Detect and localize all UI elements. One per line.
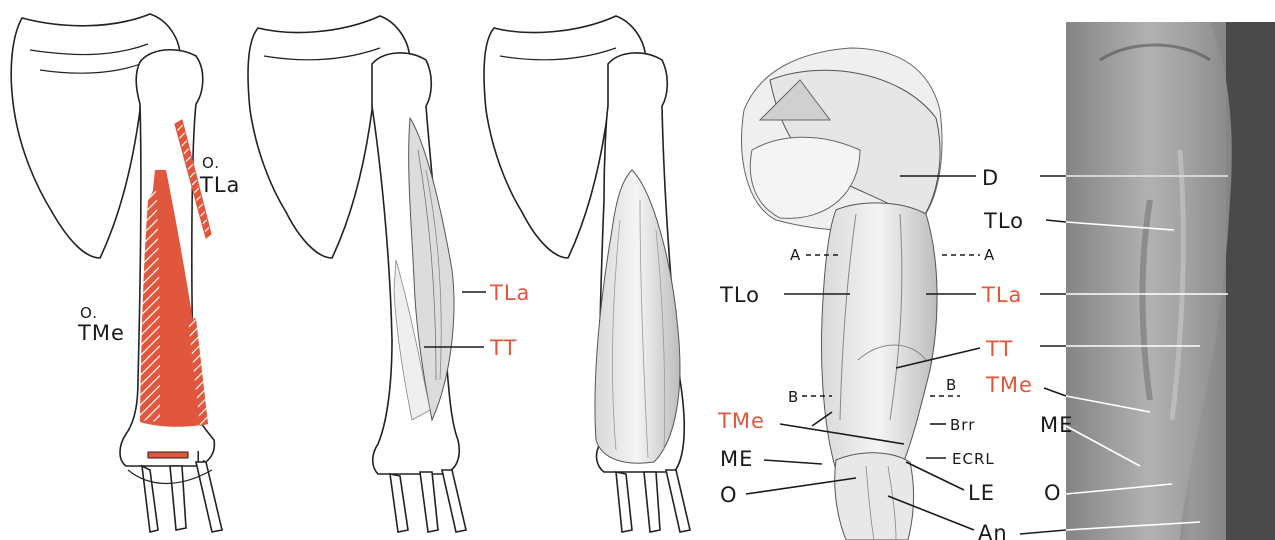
section-a-right-label: A (984, 246, 995, 264)
medial-epicondyle-label: ME (720, 447, 753, 471)
origin-medial-label: O. (80, 304, 98, 322)
brachioradialis-label: Brr (950, 416, 975, 434)
panel-4-muscle-illustration: D A A TLo TLa TT B B TMe Brr TMe ME ECRL… (717, 48, 1033, 540)
lateral-epicondyle-label: LE (968, 481, 995, 505)
section-a-left-label: A (790, 246, 801, 264)
medial-head-left-label: TMe (717, 409, 765, 433)
origin-medial-name: TMe (77, 321, 125, 345)
insertion-area (148, 452, 188, 458)
tendon-label: TT (489, 336, 517, 360)
forearm-muscles (835, 453, 914, 540)
medial-head-label-4: TMe (985, 373, 1033, 397)
section-b-left-label: B (788, 388, 799, 406)
panel-1-origins-insertion: O. TLa O. TMe I. (11, 14, 240, 532)
lateral-head-label: TLa (489, 281, 530, 305)
origin-lateral-label: O. (202, 154, 220, 172)
long-head-left-label: TLo (719, 283, 760, 307)
insertion-label: I. (196, 448, 207, 466)
lateral-head-label-4: TLa (981, 283, 1022, 307)
olecranon-label: O (720, 483, 738, 507)
panel-3-medial-head (484, 16, 690, 532)
ecrl-label: ECRL (952, 450, 995, 468)
tendon-label-4: TT (985, 337, 1013, 361)
origin-lateral-name: TLa (199, 173, 240, 197)
anconeus-label: An (978, 521, 1008, 540)
upper-arm-muscles (822, 203, 938, 470)
photo-long-head-label: TLo (983, 209, 1024, 233)
section-b-right-label: B (946, 376, 957, 394)
photo-olecranon-label: O (1044, 481, 1062, 505)
photo-medial-epicondyle-label: ME (1040, 413, 1073, 437)
panel-5-photo: TLo ME O (983, 22, 1275, 540)
deltoid-label: D (982, 166, 999, 190)
